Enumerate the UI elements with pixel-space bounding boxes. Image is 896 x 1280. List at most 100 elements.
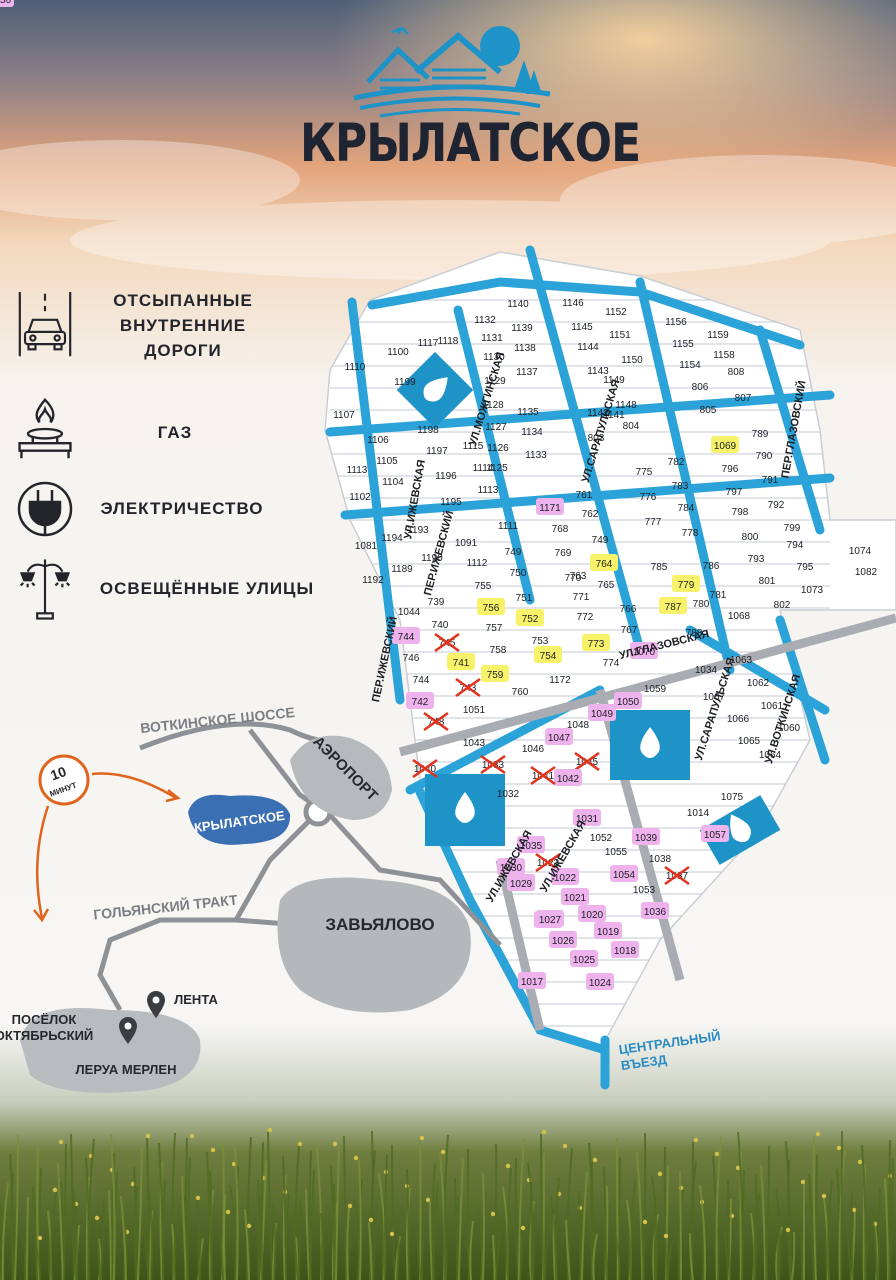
plot-1113[interactable]: 1113	[478, 485, 499, 496]
plot-1033[interactable]: 1033	[480, 754, 506, 775]
plot-1140[interactable]: 1140	[507, 299, 529, 310]
plot-1196[interactable]: 1196	[435, 471, 457, 482]
plot-1104[interactable]: 1104	[382, 477, 404, 488]
plot-1036[interactable]: 1036	[641, 902, 669, 919]
plot-748[interactable]: 748	[423, 711, 449, 732]
plot-1193[interactable]: 1193	[407, 525, 429, 536]
plot-799[interactable]: 799	[784, 523, 801, 534]
plot-1115[interactable]: 1115	[463, 441, 484, 452]
plot-1102[interactable]: 1102	[349, 492, 371, 503]
plot-1061[interactable]: 1061	[761, 701, 784, 712]
plot-1117[interactable]: 1117	[418, 338, 439, 349]
plot-1026[interactable]: 1026	[549, 931, 577, 948]
plot-804[interactable]: 804	[623, 421, 640, 432]
plot-1135[interactable]: 1135	[517, 407, 539, 418]
plot-778[interactable]: 778	[682, 528, 699, 539]
plot-1190[interactable]: 1190	[421, 553, 443, 564]
plot-1035[interactable]: 1035	[517, 836, 545, 853]
plot-788[interactable]: 788	[686, 628, 703, 639]
plot-780[interactable]: 780	[693, 599, 710, 610]
plot-802[interactable]: 802	[774, 600, 791, 611]
plot-756[interactable]: 756	[477, 598, 505, 615]
plot-773[interactable]: 773	[582, 634, 610, 651]
plot-1130[interactable]: 1130	[483, 352, 505, 363]
plot-755[interactable]: 755	[475, 581, 492, 592]
plot-1056[interactable]: 1056	[0, 0, 14, 7]
plot-787[interactable]: 787	[659, 597, 687, 614]
plot-1068[interactable]: 1068	[728, 611, 751, 622]
plot-1154[interactable]: 1154	[679, 360, 701, 371]
plot-1017[interactable]: 1017	[518, 972, 546, 989]
plot-1069[interactable]: 1069	[711, 436, 739, 453]
plot-1100[interactable]: 1100	[387, 347, 409, 358]
plot-761[interactable]: 761	[576, 490, 593, 501]
plot-1031[interactable]: 1031	[573, 809, 601, 826]
plot-753[interactable]: 753	[532, 636, 549, 647]
plot-1152[interactable]: 1152	[605, 307, 627, 318]
plot-801[interactable]: 801	[759, 576, 776, 587]
plot-797[interactable]: 797	[726, 487, 743, 498]
plot-1159[interactable]: 1159	[707, 330, 729, 341]
plot-1148[interactable]: 1148	[615, 400, 637, 411]
plot-768[interactable]: 768	[552, 524, 569, 535]
plot-1081[interactable]: 1081	[355, 541, 378, 552]
plot-1195[interactable]: 1195	[440, 497, 462, 508]
plot-1022[interactable]: 1022	[551, 868, 579, 885]
plot-1194[interactable]: 1194	[381, 533, 403, 544]
plot-1111[interactable]: 1111	[498, 521, 518, 532]
plot-1126[interactable]: 1126	[487, 443, 509, 454]
plot-1142[interactable]: 1142	[587, 408, 609, 419]
plot-759[interactable]: 759	[481, 665, 509, 682]
plot-739[interactable]: 739	[428, 597, 445, 608]
plot-783[interactable]: 783	[672, 481, 689, 492]
plot-774[interactable]: 774	[603, 658, 620, 669]
plot-1053[interactable]: 1053	[633, 885, 656, 896]
plot-1024[interactable]: 1024	[586, 973, 614, 990]
plot-1107[interactable]: 1107	[333, 410, 355, 421]
plot-1074[interactable]: 1074	[849, 546, 872, 557]
plot-1049[interactable]: 1049	[588, 704, 616, 721]
plot-806[interactable]: 806	[692, 382, 709, 393]
plot-1037[interactable]: 1037	[664, 865, 690, 886]
plot-800[interactable]: 800	[742, 532, 759, 543]
plot-1059[interactable]: 1059	[644, 684, 667, 695]
plot-1113[interactable]: 1113	[347, 465, 368, 476]
plot-750[interactable]: 750	[510, 568, 527, 579]
plot-770[interactable]: 770	[565, 573, 582, 584]
plot-765[interactable]: 765	[598, 580, 615, 591]
plot-1027[interactable]: 1027	[536, 910, 564, 927]
plot-742[interactable]: 742	[406, 692, 434, 709]
plot-762[interactable]: 762	[582, 509, 599, 520]
plot-1133[interactable]: 1133	[525, 450, 547, 461]
plot-744[interactable]: 744	[392, 627, 420, 644]
plot-767[interactable]: 767	[621, 625, 638, 636]
plot-793[interactable]: 793	[748, 554, 765, 565]
plot-1118[interactable]: 1118	[438, 336, 459, 347]
plot-1155[interactable]: 1155	[672, 339, 694, 350]
plot-1019[interactable]: 1019	[594, 922, 622, 939]
plot-757[interactable]: 757	[486, 623, 503, 634]
plot-749[interactable]: 749	[592, 535, 609, 546]
plot-803[interactable]: 803	[588, 433, 605, 444]
plot-1134[interactable]: 1134	[521, 427, 543, 438]
plot-1042[interactable]: 1042	[554, 769, 582, 786]
plot-1034[interactable]: 1034	[695, 665, 718, 676]
plot-1025[interactable]: 1025	[570, 950, 598, 967]
plot-1105[interactable]: 1105	[376, 456, 398, 467]
plot-785[interactable]: 785	[651, 562, 668, 573]
plot-772[interactable]: 772	[577, 612, 594, 623]
plot-1020[interactable]: 1020	[578, 905, 606, 922]
plot-1138[interactable]: 1138	[514, 343, 536, 354]
plot-1065[interactable]: 1065	[738, 736, 761, 747]
plot-763[interactable]: 763	[570, 571, 587, 582]
plot-1044[interactable]: 1044	[398, 607, 421, 618]
plot-1032[interactable]: 1032	[497, 789, 520, 800]
plot-745[interactable]: 745	[434, 632, 460, 653]
plot-1063[interactable]: 1063	[730, 655, 753, 666]
plot-1131[interactable]: 1131	[481, 333, 503, 344]
plot-798[interactable]: 798	[732, 507, 749, 518]
plot-1141[interactable]: 1141	[603, 410, 625, 421]
plot-1127[interactable]: 1127	[485, 422, 507, 433]
plot-1199[interactable]: 1199	[394, 377, 416, 388]
plot-758[interactable]: 758	[490, 645, 507, 656]
